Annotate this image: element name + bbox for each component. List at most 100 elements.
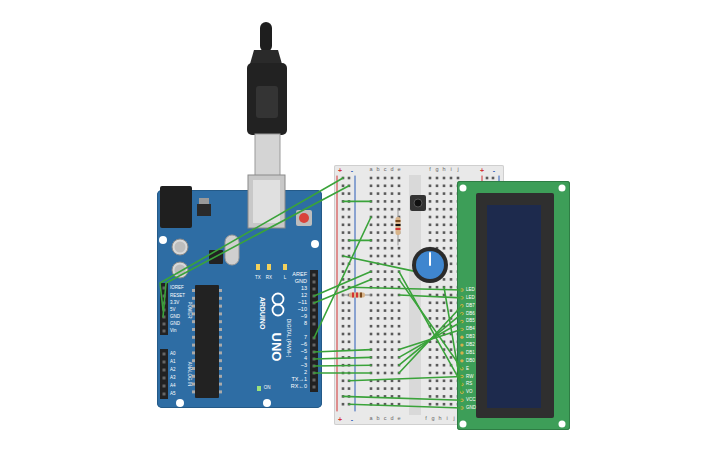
header-pin (163, 361, 166, 364)
breadboard-hole (377, 309, 380, 312)
header-pin (313, 288, 316, 291)
jumper-wire (314, 372, 371, 374)
breadboard-hole (348, 208, 351, 211)
breadboard-hole (370, 255, 373, 258)
breadboard-hole (443, 247, 446, 250)
breadboard-hole (398, 177, 401, 180)
column-letter: b (376, 167, 379, 173)
led (256, 264, 260, 270)
breadboard-hole (384, 387, 387, 390)
breadboard-hole (377, 200, 380, 203)
breadboard-hole (342, 380, 345, 383)
breadboard-hole (443, 348, 446, 351)
breadboard-hole (398, 247, 401, 250)
lcd-pin (460, 383, 463, 386)
breadboard-hole (429, 395, 432, 398)
chip-pin (219, 320, 222, 323)
column-letter: g (431, 416, 434, 422)
breadboard-hole (370, 247, 373, 250)
breadboard-hole (377, 185, 380, 188)
pin-label: ~6 (301, 342, 307, 348)
breadboard-hole (348, 403, 351, 406)
breadboard-hole (450, 255, 453, 258)
breadboard-hole (391, 255, 394, 258)
pin-label: A1 (170, 360, 176, 365)
chip-pin (219, 375, 222, 378)
chip-pin (219, 367, 222, 370)
chip-pin (219, 336, 222, 339)
pin-label: AREF (292, 272, 307, 278)
breadboard-hole (391, 263, 394, 266)
pin-label: Vin (170, 329, 176, 334)
pin-label: ~11 (298, 300, 307, 306)
breadboard-hole (398, 200, 401, 203)
breadboard-hole (370, 333, 373, 336)
pin-label: 3.3V (170, 301, 179, 306)
pushbutton-cap (414, 199, 422, 207)
breadboard-hole (391, 341, 394, 344)
column-letter: i (446, 416, 447, 422)
lcd-pin (460, 320, 463, 323)
breadboard-hole (370, 387, 373, 390)
breadboard-hole (384, 294, 387, 297)
breadboard-hole (429, 364, 432, 367)
chip-pin (192, 297, 195, 300)
model-name: UNO (270, 333, 283, 362)
chip-pin (219, 305, 222, 308)
pin-label: DB7 (466, 303, 475, 308)
column-letter: i (450, 167, 451, 173)
rail-sign: + (338, 167, 342, 174)
breadboard-hole (436, 224, 439, 227)
header-pin (313, 344, 316, 347)
column-letter: b (376, 416, 379, 422)
breadboard-hole (429, 380, 432, 383)
breadboard-hole (370, 302, 373, 305)
breadboard-hole (391, 403, 394, 406)
pin-label: 8 (304, 321, 307, 327)
breadboard-hole (429, 231, 432, 234)
jumper-wire (314, 217, 371, 338)
jumper-wire (349, 287, 462, 290)
pin-label: GND (170, 315, 180, 320)
breadboard-hole (450, 380, 453, 383)
breadboard-hole (342, 387, 345, 390)
lcd-module: LEDLEDDB7DB6DB5DB4DB3DB2DB1DB0ERWRSVOVCC… (457, 181, 570, 430)
breadboard-hole (398, 302, 401, 305)
breadboard-hole (450, 395, 453, 398)
breadboard-hole (398, 387, 401, 390)
lcd-pin (460, 359, 463, 362)
breadboard-hole (377, 333, 380, 336)
breadboard-hole (391, 216, 394, 219)
breadboard-hole (384, 208, 387, 211)
resistor-band (396, 224, 401, 226)
column-letter: c (384, 416, 387, 422)
pin-label: A5 (170, 392, 176, 397)
breadboard-hole (436, 177, 439, 180)
breadboard-hole (370, 309, 373, 312)
breadboard-hole (436, 286, 439, 289)
breadboard-hole (429, 302, 432, 305)
breadboard-hole (384, 348, 387, 351)
breadboard-hole (370, 231, 373, 234)
breadboard-hole (377, 302, 380, 305)
chip-pin (192, 390, 195, 393)
breadboard-hole (348, 356, 351, 359)
chip-pin (219, 312, 222, 315)
header-label: ANALOG IN (187, 362, 192, 387)
chip-pin (219, 344, 222, 347)
breadboard-hole (391, 325, 394, 328)
column-letter: f (429, 167, 431, 173)
breadboard-hole (384, 364, 387, 367)
breadboard-hole (370, 364, 373, 367)
breadboard-hole (443, 231, 446, 234)
header-pin (313, 316, 316, 319)
pin-label: ~9 (301, 314, 307, 320)
voltage-regulator (197, 204, 211, 216)
reset-button (299, 213, 309, 223)
pin-label: A5 (170, 392, 176, 397)
breadboard-hole (391, 309, 394, 312)
pin-label: A2 (170, 368, 176, 373)
pin-label: A4 (170, 384, 176, 389)
potentiometer-knob (416, 251, 444, 279)
